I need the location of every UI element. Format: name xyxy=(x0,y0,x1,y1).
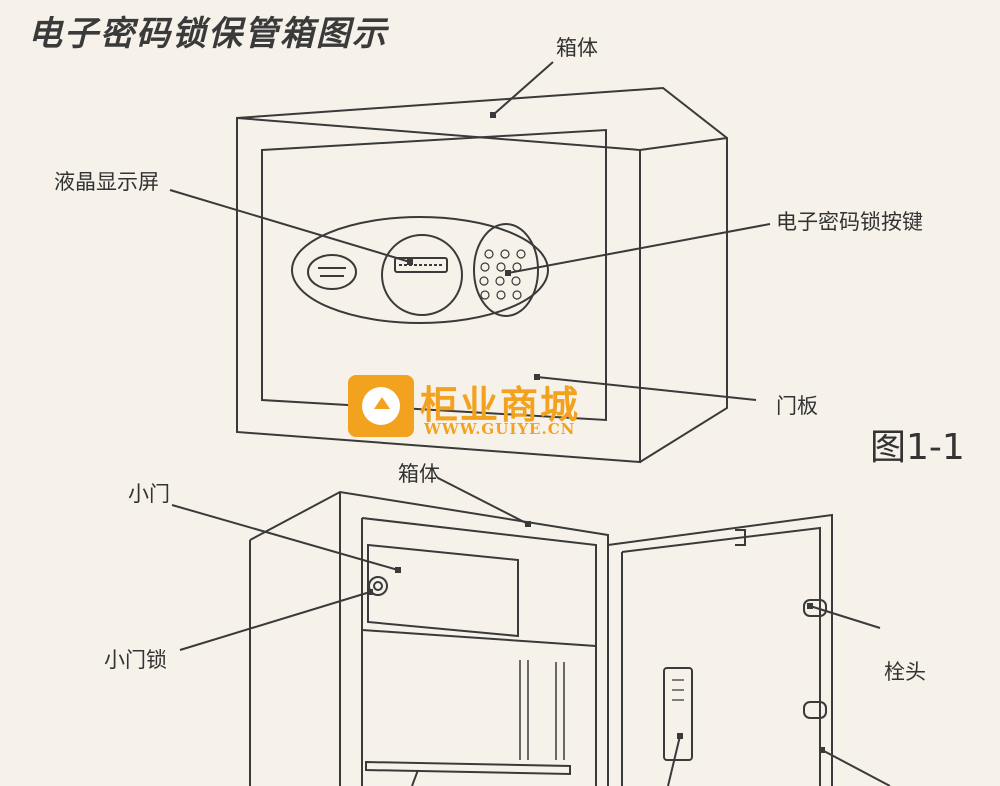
small-door-lock-shape xyxy=(368,576,388,596)
door-lock-box xyxy=(663,667,693,761)
keypad-shape xyxy=(473,223,539,317)
label-door-panel: 门板 xyxy=(776,394,818,418)
safe-box-lower xyxy=(249,490,833,786)
door-panel-frame xyxy=(261,128,607,422)
open-door-shape xyxy=(607,513,833,786)
lcd-screen-shape xyxy=(394,257,448,273)
label-box-body-top: 箱体 xyxy=(556,36,598,60)
label-keypad: 电子密码锁按键 xyxy=(776,210,923,234)
leader-lines xyxy=(169,61,891,786)
shelf-shape xyxy=(365,760,571,776)
watermark-logo-icon xyxy=(348,375,414,437)
lock-plate xyxy=(291,216,549,324)
label-lcd-screen: 液晶显示屏 xyxy=(54,170,159,194)
label-small-door-lock: 小门锁 xyxy=(104,648,167,672)
watermark-name: 柜业商城 xyxy=(420,383,581,427)
watermark-url: WWW.GUIYE.CN xyxy=(424,420,576,438)
label-small-door: 小门 xyxy=(128,482,170,506)
label-bolt: 栓头 xyxy=(884,660,926,684)
figure-number: 图1-1 xyxy=(870,427,965,468)
safe-box-upper xyxy=(236,86,728,464)
bolt-upper xyxy=(803,599,827,617)
bolt-lower xyxy=(803,701,827,719)
label-box-body-bottom: 箱体 xyxy=(398,462,440,486)
diagram-title: 电子密码锁保管箱图示 xyxy=(28,14,388,54)
small-door-shape xyxy=(367,543,519,638)
lcd-dial xyxy=(381,234,463,316)
